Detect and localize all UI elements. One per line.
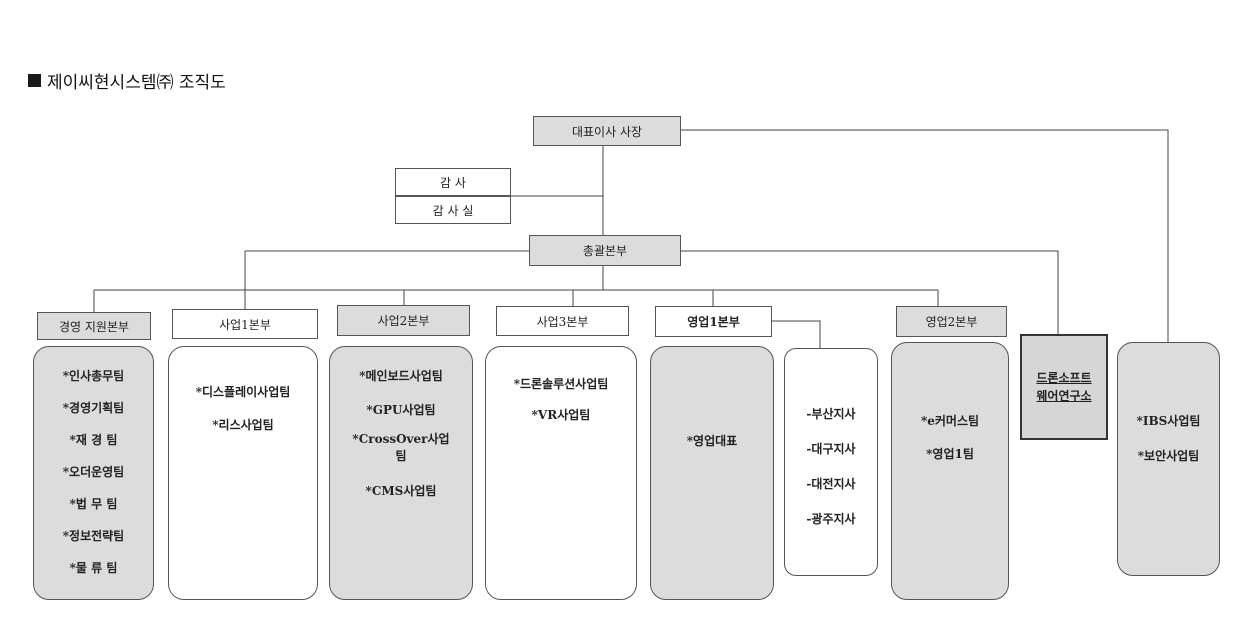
mgmt-teams-panel: *인사총무팀 *경영기획팀 *재 경 팀 *오더운영팀 *법 무 팀 *정보전략… bbox=[33, 346, 154, 600]
sales2-label: 영업2본부 bbox=[925, 315, 978, 329]
branch-item: -대구지사 bbox=[806, 442, 856, 456]
biz3-box: 사업3본부 bbox=[496, 306, 629, 336]
biz3-label: 사업3본부 bbox=[536, 314, 589, 329]
sales1-teams-panel: *영업대표 bbox=[650, 346, 774, 600]
square-bullet-icon bbox=[28, 74, 41, 87]
team-item: *경영기획팀 bbox=[62, 401, 125, 415]
team-item: *GPU사업팀 bbox=[366, 403, 436, 417]
team-item: *영업1팀 bbox=[926, 447, 974, 461]
chart-title: 제이씨현시스템㈜ 조직도 bbox=[28, 68, 226, 93]
team-item: *보안사업팀 bbox=[1137, 449, 1200, 463]
sales2-teams-panel: *e커머스팀 *영업1팀 bbox=[891, 342, 1009, 600]
team-item: *영업대표 bbox=[686, 434, 738, 448]
biz3-teams-panel: *드론솔루션사업팀 *VR사업팀 bbox=[485, 346, 637, 600]
team-item: *CMS사업팀 bbox=[365, 484, 437, 498]
mgmt-support-box: 경영 지원본부 bbox=[37, 312, 151, 340]
line-ceo-ibs bbox=[681, 129, 1169, 342]
line-sales1-branches bbox=[772, 320, 821, 348]
audit-office-label: 감 사 실 bbox=[432, 203, 474, 218]
biz1-teams-panel: *디스플레이사업팀 *리스사업팀 bbox=[168, 346, 318, 600]
branch-item: -부산지사 bbox=[806, 407, 856, 421]
biz2-box: 사업2본부 bbox=[337, 305, 470, 336]
team-item: *오더운영팀 bbox=[62, 465, 125, 479]
team-item: *물 류 팀 bbox=[69, 561, 118, 575]
audit-label: 감 사 bbox=[440, 175, 466, 190]
audit-box: 감 사 bbox=[395, 168, 511, 196]
hq-box: 총괄본부 bbox=[529, 235, 681, 266]
drone-software-lab-box: 드론소프트 웨어연구소 bbox=[1020, 334, 1108, 440]
mgmt-support-label: 경영 지원본부 bbox=[58, 319, 130, 334]
ceo-label: 대표이사 사장 bbox=[571, 124, 643, 139]
branch-item: -광주지사 bbox=[806, 512, 856, 526]
sales1-box: 영업1본부 bbox=[655, 306, 772, 337]
team-item: *디스플레이사업팀 bbox=[195, 385, 291, 399]
biz2-label: 사업2본부 bbox=[377, 314, 430, 328]
team-item: *VR사업팀 bbox=[531, 408, 591, 422]
team-item: *메인보드사업팀 bbox=[359, 369, 443, 383]
sales1-label: 영업1본부 bbox=[687, 315, 740, 329]
rnd-label-line1: 드론소프트 bbox=[1036, 371, 1092, 385]
team-item: *CrossOver사업 bbox=[352, 432, 450, 446]
biz1-box: 사업1본부 bbox=[172, 309, 318, 339]
ceo-box: 대표이사 사장 bbox=[533, 116, 681, 146]
hq-label: 총괄본부 bbox=[582, 244, 628, 258]
team-item: *e커머스팀 bbox=[920, 414, 980, 428]
biz1-label: 사업1본부 bbox=[219, 317, 271, 332]
branch-item: -대전지사 bbox=[806, 477, 856, 491]
team-item: *정보전략팀 bbox=[62, 529, 125, 543]
team-item: *IBS사업팀 bbox=[1136, 414, 1201, 428]
team-item: 팀 bbox=[395, 449, 407, 463]
biz2-teams-panel: *메인보드사업팀 *GPU사업팀 *CrossOver사업 팀 *CMS사업팀 bbox=[329, 346, 473, 600]
rnd-label-line2: 웨어연구소 bbox=[1036, 389, 1092, 403]
branches-panel: -부산지사 -대구지사 -대전지사 -광주지사 bbox=[784, 348, 878, 576]
ibs-teams-panel: *IBS사업팀 *보안사업팀 bbox=[1117, 342, 1220, 576]
chart-title-text: 제이씨현시스템㈜ 조직도 bbox=[47, 73, 226, 93]
line-hq-rnd bbox=[681, 250, 1059, 334]
audit-office-box: 감 사 실 bbox=[395, 196, 511, 224]
team-item: *인사총무팀 bbox=[62, 369, 125, 383]
sales2-box: 영업2본부 bbox=[896, 306, 1007, 337]
team-item: *법 무 팀 bbox=[69, 497, 118, 511]
team-item: *재 경 팀 bbox=[69, 433, 118, 447]
team-item: *리스사업팀 bbox=[212, 418, 274, 432]
team-item: *드론솔루션사업팀 bbox=[513, 377, 609, 391]
